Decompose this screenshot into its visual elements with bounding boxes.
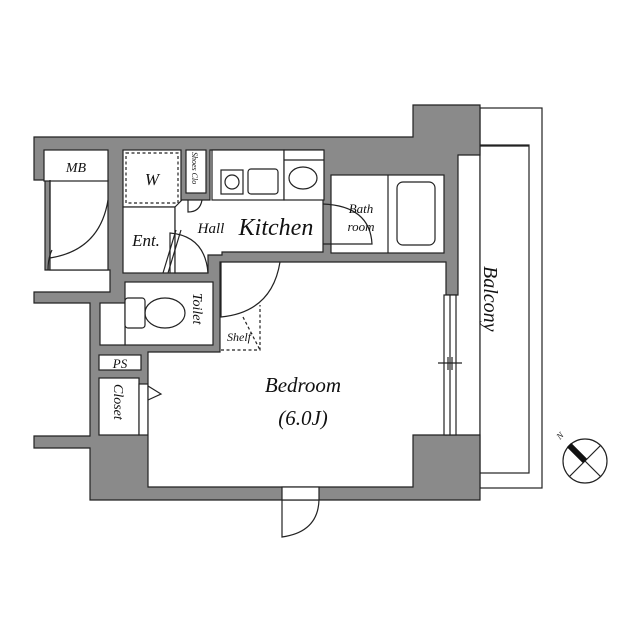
washer-icon [288, 166, 318, 190]
north-label: N [554, 429, 567, 442]
label-closet: Closet [110, 384, 125, 421]
compass-icon: N [554, 429, 608, 484]
washer-slot [283, 149, 325, 201]
bathtub-icon [396, 181, 436, 246]
room-ps [98, 354, 142, 371]
mb-door-area [49, 179, 109, 271]
toilet-tank [124, 297, 146, 329]
label-bath: Bath [349, 201, 374, 216]
toilet-bowl-icon [144, 297, 186, 329]
front-door[interactable] [49, 180, 109, 259]
label-balcony: Balcony [479, 266, 501, 332]
bedroom-door[interactable] [220, 261, 281, 318]
label-bedroom: Bedroom [265, 373, 341, 397]
label-shoes-closet: Shoes Clo [190, 152, 199, 184]
exterior-door[interactable] [281, 499, 320, 538]
hall-door[interactable] [169, 232, 209, 274]
label-shelf: Shelf [227, 330, 253, 344]
label-toilet: Toilet [189, 293, 204, 325]
label-room: room [348, 219, 375, 234]
bathroom-door[interactable] [322, 203, 373, 245]
closet-door[interactable] [147, 385, 163, 401]
balcony-floor [479, 144, 530, 474]
label-hall: Hall [197, 221, 225, 237]
balcony [479, 107, 543, 489]
room-closet [98, 377, 140, 436]
label-w: W [145, 170, 161, 189]
room-w [122, 149, 182, 208]
label-entrance: Ent. [131, 231, 160, 250]
label-ps: PS [112, 356, 128, 371]
label-bedroom-size: (6.0J) [278, 406, 328, 430]
room-mb [43, 149, 109, 182]
label-kitchen: Kitchen [238, 215, 314, 241]
shoes-closet-door[interactable] [187, 199, 203, 213]
room-shoes-closet [185, 149, 207, 194]
stove-icon [220, 169, 244, 195]
sink-icon [247, 168, 279, 195]
label-mb: MB [65, 161, 87, 176]
